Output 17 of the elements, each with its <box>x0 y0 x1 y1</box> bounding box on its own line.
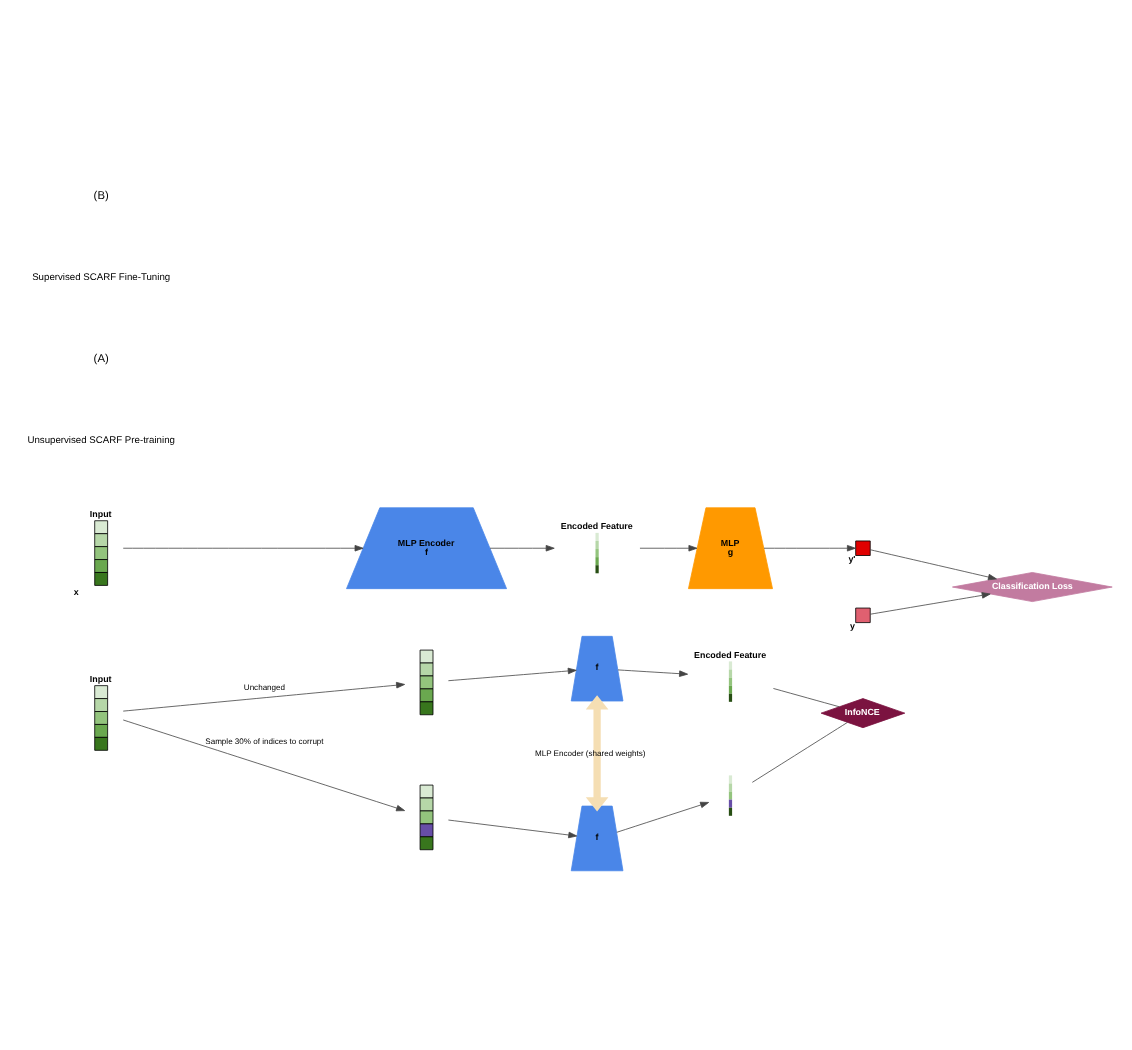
arrow <box>448 818 578 838</box>
connector <box>773 687 840 707</box>
arrow <box>763 544 856 551</box>
arrow <box>869 548 997 580</box>
arrow <box>639 544 698 551</box>
arrow <box>616 800 710 832</box>
arrow <box>489 544 555 551</box>
arrow <box>122 680 406 711</box>
node-box <box>855 606 871 622</box>
arrow <box>869 591 991 614</box>
arrow <box>585 694 609 811</box>
arrow <box>448 666 577 681</box>
connector <box>751 721 848 782</box>
node-box <box>855 539 871 555</box>
arrow <box>122 718 406 811</box>
arrow <box>122 544 364 551</box>
arrow <box>617 668 689 676</box>
